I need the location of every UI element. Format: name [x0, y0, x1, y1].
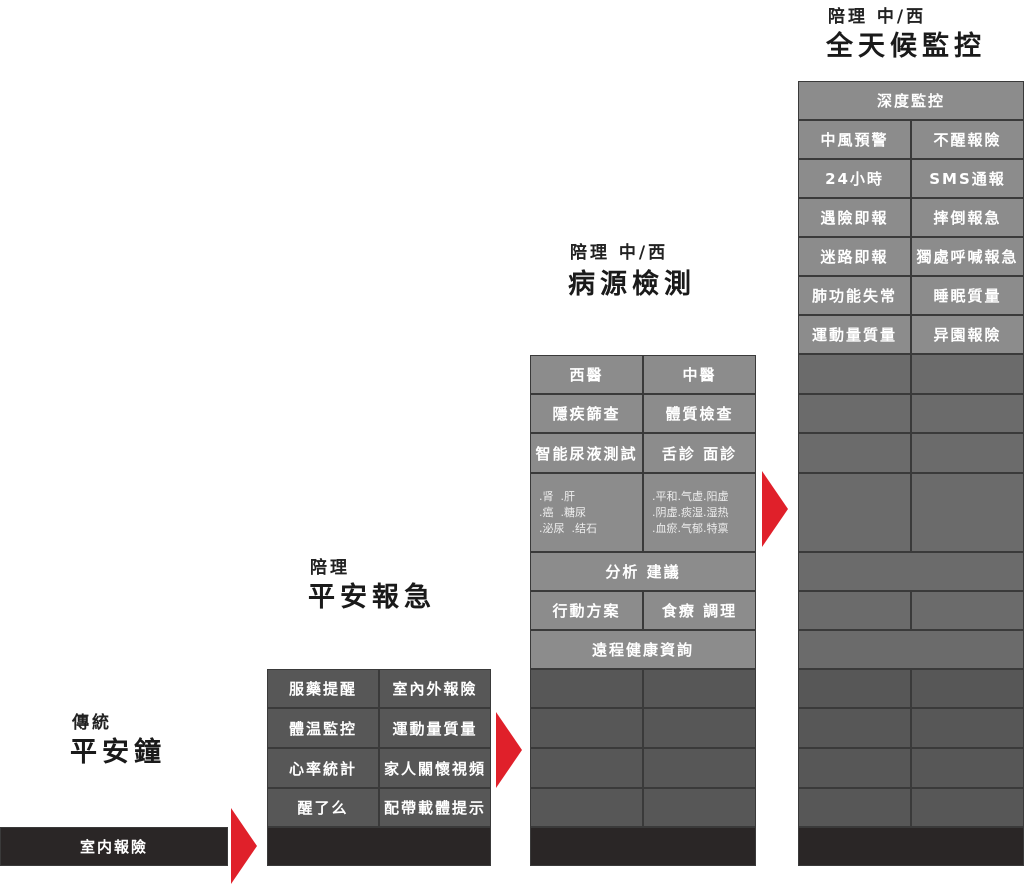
col2-subtitle: 陪理	[310, 558, 350, 578]
col4-cell	[798, 708, 911, 748]
col4-cell	[798, 748, 911, 788]
col3-cell: 智能尿液測試	[530, 433, 643, 473]
col3-cell: 行動方案	[530, 591, 643, 630]
col4-cell: SMS通報	[911, 159, 1024, 198]
col2-cell: 服藥提醒	[267, 669, 379, 708]
col4-cell	[911, 748, 1024, 788]
col2-cell: 家人關懷視頻	[379, 748, 491, 788]
col3-cell	[643, 708, 756, 748]
col3-subtitle: 陪理 中/西	[570, 243, 669, 263]
col1-cell: 室内報險	[0, 827, 228, 866]
col4-cell	[798, 354, 911, 394]
col4-cell	[911, 433, 1024, 473]
col3-cell: .肾 .肝 .癌 .糖尿 .泌尿 .结石	[530, 473, 643, 552]
col4-cell: 獨處呼喊報急	[911, 237, 1024, 276]
col4-cell	[798, 552, 1024, 591]
col4-cell	[798, 788, 911, 827]
col4-cell	[911, 473, 1024, 552]
arrow-right-icon	[762, 471, 788, 547]
col3-cell: 隱疾篩查	[530, 394, 643, 433]
col4-cell	[798, 473, 911, 552]
col4-cell	[911, 669, 1024, 708]
col4-cell: 肺功能失常	[798, 276, 911, 315]
col2-cell: 運動量質量	[379, 708, 491, 748]
col3-cell: 中醫	[643, 355, 756, 394]
col4-cell: 運動量質量	[798, 315, 911, 354]
col4-cell	[798, 591, 911, 630]
col3-cell	[530, 708, 643, 748]
col4-cell: 睡眠質量	[911, 276, 1024, 315]
col4-cell: 深度監控	[798, 81, 1024, 120]
col3-cell	[530, 827, 756, 866]
col4-cell: 24小時	[798, 159, 911, 198]
col4-title: 全天候監控	[826, 31, 986, 62]
arrow-right-icon	[496, 712, 522, 788]
arrow-right-icon	[231, 808, 257, 884]
col3-cell: 遠程健康資詢	[530, 630, 756, 669]
col3-cell: .平和.气虚.阳虚 .阴虚.痰湿.湿热 .血瘀.气郁.特禀	[643, 473, 756, 552]
col2-cell	[267, 827, 491, 866]
col4-cell	[911, 788, 1024, 827]
col4-cell	[911, 591, 1024, 630]
col3-cell	[643, 788, 756, 827]
col3-cell	[643, 748, 756, 788]
col3-cell: 食療 調理	[643, 591, 756, 630]
col4-cell: 不醒報險	[911, 120, 1024, 159]
col4-cell	[911, 354, 1024, 394]
col3-cell	[530, 788, 643, 827]
col4-cell: 中風預警	[798, 120, 911, 159]
col4-cell	[911, 394, 1024, 433]
col2-cell: 室內外報險	[379, 669, 491, 708]
col4-cell	[798, 630, 1024, 669]
col2-cell: 醒了么	[267, 788, 379, 827]
col4-cell	[798, 394, 911, 433]
col3-cell	[530, 748, 643, 788]
col1-title: 平安鐘	[70, 737, 166, 768]
col3-cell: 分析 建議	[530, 552, 756, 591]
col2-title: 平安報急	[308, 582, 436, 613]
col2-cell: 體温監控	[267, 708, 379, 748]
col4-subtitle: 陪理 中/西	[828, 7, 927, 27]
col3-cell	[643, 669, 756, 708]
col4-cell	[798, 827, 1024, 866]
col4-cell: 迷路即報	[798, 237, 911, 276]
col1-subtitle: 傳統	[72, 713, 112, 733]
col4-cell	[911, 708, 1024, 748]
col4-cell	[798, 433, 911, 473]
col4-cell	[798, 669, 911, 708]
col3-title: 病源檢測	[568, 269, 696, 300]
col4-cell: 摔倒報急	[911, 198, 1024, 237]
col2-cell: 心率統計	[267, 748, 379, 788]
col3-cell	[530, 669, 643, 708]
col3-cell: 舌診 面診	[643, 433, 756, 473]
col4-cell: 遇險即報	[798, 198, 911, 237]
col2-cell: 配帶載體提示	[379, 788, 491, 827]
col3-cell: 西醫	[530, 355, 643, 394]
col4-cell: 异園報險	[911, 315, 1024, 354]
col3-cell: 體質檢查	[643, 394, 756, 433]
